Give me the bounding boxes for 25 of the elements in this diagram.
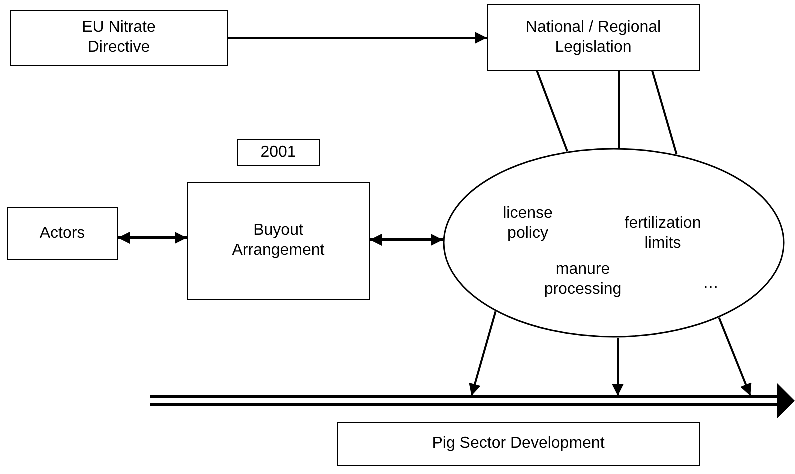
ellipse-text: manure processing (543, 260, 623, 300)
process-box (337, 422, 700, 466)
process-box (10, 10, 228, 66)
arrow (370, 234, 444, 246)
connector-line (618, 71, 620, 148)
connector-line (652, 70, 678, 155)
process-box (237, 139, 320, 166)
ellipse-text: license policy (502, 204, 554, 244)
arrow (612, 338, 624, 396)
ellipse-text: fertilization limits (624, 214, 702, 254)
box-label: EU Nitrate Directive (81, 18, 157, 58)
process-box (7, 207, 118, 260)
ellipse-text: … (702, 274, 720, 294)
box-label: National / Regional Legislation (524, 18, 662, 58)
process-box (487, 4, 700, 71)
box-label: Buyout Arrangement (231, 221, 326, 261)
connector-line (536, 70, 568, 152)
arrow (718, 318, 752, 396)
box-label: Actors (38, 224, 86, 244)
box-label: 2001 (260, 142, 298, 162)
process-box (187, 182, 370, 300)
box-label: Pig Sector Development (431, 434, 606, 454)
arrow (118, 232, 187, 244)
arrow (469, 311, 497, 396)
arrow (228, 32, 487, 44)
